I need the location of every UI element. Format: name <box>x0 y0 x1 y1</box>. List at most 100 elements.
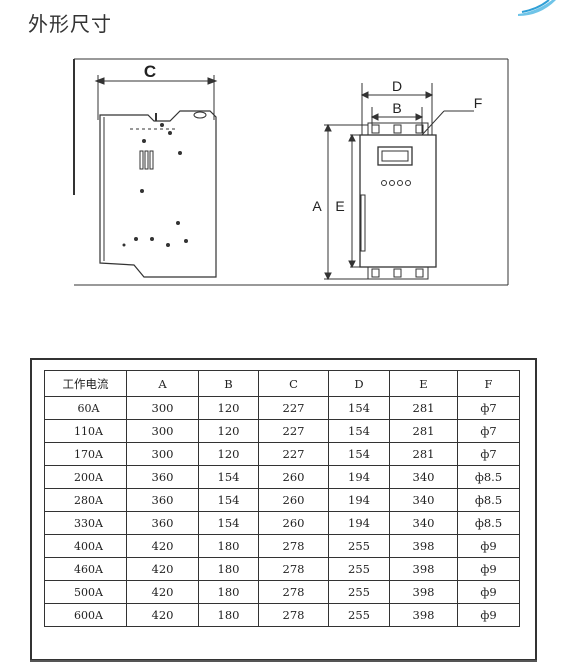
header-d: D <box>328 370 390 397</box>
label-c: C <box>144 62 156 81</box>
cell-d: 255 <box>328 580 390 604</box>
cell-d: 255 <box>328 603 390 627</box>
cell-b: 180 <box>198 534 259 558</box>
cell-e: 281 <box>389 396 458 420</box>
cell-current: 280A <box>44 488 127 512</box>
header-a: A <box>126 370 199 397</box>
cell-e: 340 <box>389 465 458 489</box>
cell-c: 278 <box>258 580 329 604</box>
cell-d: 255 <box>328 557 390 581</box>
label-e: E <box>335 198 344 214</box>
cell-f: ф8.5 <box>457 488 520 512</box>
cell-d: 154 <box>328 442 390 466</box>
cell-e: 340 <box>389 511 458 535</box>
cell-d: 255 <box>328 534 390 558</box>
cell-a: 360 <box>126 465 199 489</box>
cell-a: 420 <box>126 580 199 604</box>
header-b: B <box>198 370 259 397</box>
cell-a: 360 <box>126 511 199 535</box>
cell-a: 360 <box>126 488 199 512</box>
cell-a: 420 <box>126 557 199 581</box>
cell-b: 154 <box>198 465 259 489</box>
cell-d: 194 <box>328 465 390 489</box>
cell-f: ф8.5 <box>457 511 520 535</box>
cell-b: 120 <box>198 419 259 443</box>
cell-e: 340 <box>389 488 458 512</box>
label-f: F <box>474 95 483 111</box>
dimension-diagram: C D B F A E <box>73 58 509 286</box>
header-e: E <box>389 370 458 397</box>
cell-e: 281 <box>389 419 458 443</box>
cell-f: ф9 <box>457 557 520 581</box>
cell-f: ф9 <box>457 603 520 627</box>
cell-current: 460A <box>44 557 127 581</box>
cell-current: 60A <box>44 396 127 420</box>
cell-b: 180 <box>198 603 259 627</box>
cell-a: 420 <box>126 603 199 627</box>
cell-b: 154 <box>198 511 259 535</box>
cell-b: 180 <box>198 580 259 604</box>
cell-f: ф7 <box>457 396 520 420</box>
label-a: A <box>312 198 322 214</box>
cell-e: 398 <box>389 603 458 627</box>
cell-d: 194 <box>328 511 390 535</box>
cell-b: 180 <box>198 557 259 581</box>
cell-a: 300 <box>126 442 199 466</box>
cell-a: 420 <box>126 534 199 558</box>
cell-d: 154 <box>328 419 390 443</box>
cell-c: 260 <box>258 465 329 489</box>
cell-c: 260 <box>258 511 329 535</box>
cell-c: 278 <box>258 534 329 558</box>
cell-current: 500A <box>44 580 127 604</box>
cell-f: ф9 <box>457 534 520 558</box>
cell-current: 170A <box>44 442 127 466</box>
cell-current: 330A <box>44 511 127 535</box>
cell-c: 227 <box>258 442 329 466</box>
cell-d: 154 <box>328 396 390 420</box>
corner-decoration <box>518 0 556 16</box>
cell-f: ф9 <box>457 580 520 604</box>
cell-c: 227 <box>258 396 329 420</box>
cell-e: 398 <box>389 534 458 558</box>
table-header-row: 工作电流 A B C D E F <box>44 370 520 397</box>
header-current: 工作电流 <box>44 370 127 397</box>
cell-e: 398 <box>389 580 458 604</box>
cell-c: 278 <box>258 603 329 627</box>
cell-c: 278 <box>258 557 329 581</box>
cell-b: 120 <box>198 396 259 420</box>
header-c: C <box>258 370 329 397</box>
label-b: B <box>392 100 401 116</box>
header-f: F <box>457 370 520 397</box>
side-view <box>94 75 218 278</box>
label-d: D <box>392 78 402 94</box>
cell-e: 398 <box>389 557 458 581</box>
cell-a: 300 <box>126 396 199 420</box>
cell-b: 120 <box>198 442 259 466</box>
cell-f: ф7 <box>457 419 520 443</box>
cell-f: ф8.5 <box>457 465 520 489</box>
page-title: 外形尺寸 <box>28 12 112 36</box>
cell-a: 300 <box>126 419 199 443</box>
cell-f: ф7 <box>457 442 520 466</box>
cell-c: 227 <box>258 419 329 443</box>
cell-current: 200A <box>44 465 127 489</box>
cell-d: 194 <box>328 488 390 512</box>
bottom-rule <box>30 660 537 662</box>
cell-current: 600A <box>44 603 127 627</box>
cell-current: 400A <box>44 534 127 558</box>
cell-c: 260 <box>258 488 329 512</box>
front-view <box>324 83 474 281</box>
cell-current: 110A <box>44 419 127 443</box>
